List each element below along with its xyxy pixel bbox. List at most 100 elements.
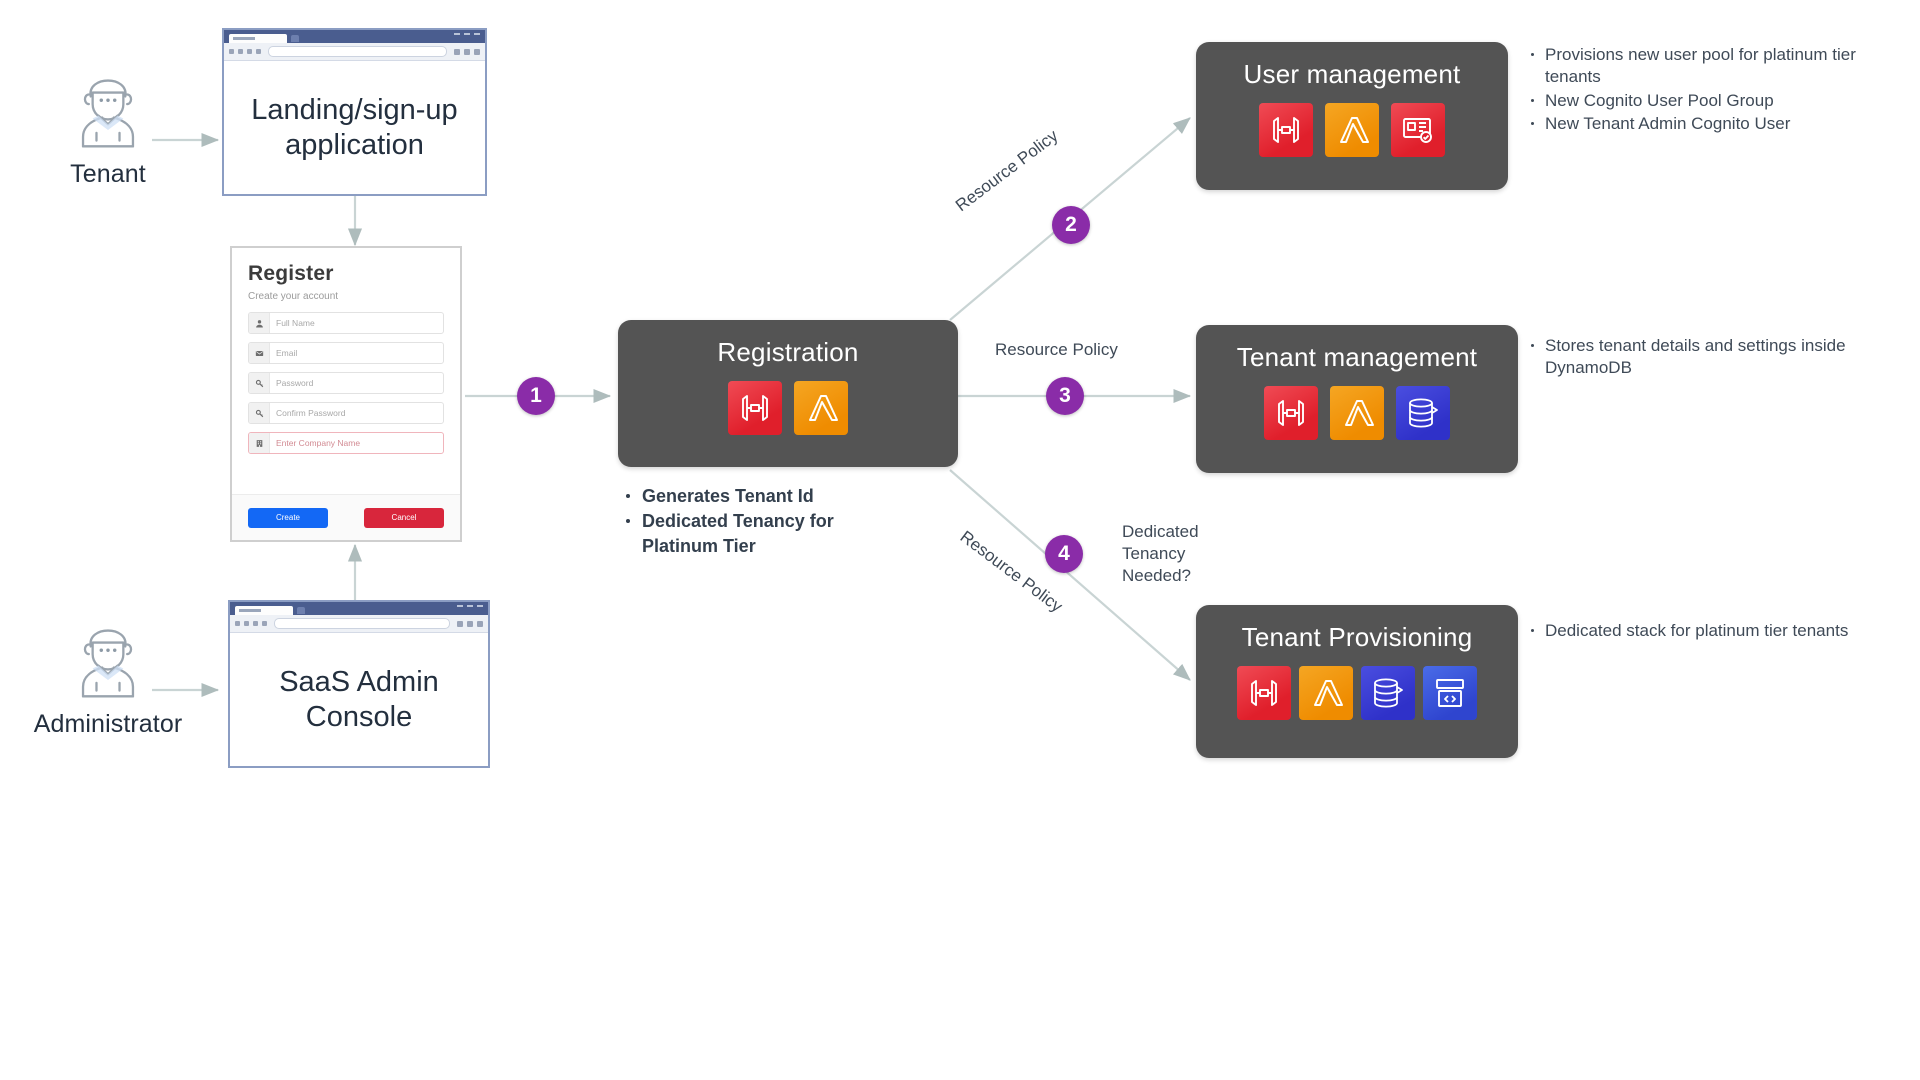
- registration-note: Generates Tenant Id: [620, 484, 880, 509]
- field-password[interactable]: Password: [248, 372, 444, 394]
- field-company-name[interactable]: Enter Company Name: [248, 432, 444, 454]
- decision-line-2: Tenancy: [1122, 544, 1186, 564]
- dynamodb-icon: [1396, 386, 1450, 440]
- download-icon[interactable]: [457, 620, 463, 627]
- browser-tab[interactable]: [235, 606, 293, 615]
- field-password-value: Password: [276, 378, 314, 388]
- address-bar[interactable]: [274, 618, 450, 629]
- annotation-item: New Cognito User Pool Group: [1528, 90, 1878, 112]
- step-badge-4: 4: [1045, 535, 1083, 573]
- forward-arrow-icon[interactable]: [238, 49, 243, 54]
- annotation-user-management: Provisions new user pool for platinum ti…: [1528, 44, 1878, 137]
- browser-window-landing-app[interactable]: Landing/sign-up application: [222, 28, 487, 196]
- annotation-item: Stores tenant details and settings insid…: [1528, 335, 1888, 380]
- edge-label-to-user-management: Resource Policy: [952, 126, 1062, 216]
- maximize-icon[interactable]: [464, 33, 470, 35]
- browser-window-saas-admin-console[interactable]: SaaS Admin Console: [228, 600, 490, 768]
- saas-admin-console-title: SaaS Admin Console: [279, 665, 439, 733]
- field-full-name[interactable]: Full Name: [248, 312, 444, 334]
- address-bar[interactable]: [268, 46, 447, 57]
- service-box-user-management[interactable]: User management: [1196, 42, 1508, 190]
- decision-line-3: Needed?: [1122, 566, 1192, 586]
- field-full-name-value: Full Name: [276, 318, 315, 328]
- service-title-user-management: User management: [1243, 59, 1461, 89]
- edge-label-to-tenant-management: Resource Policy: [995, 340, 1118, 359]
- menu-icon[interactable]: [477, 620, 483, 627]
- browser-titlebar: [224, 30, 485, 43]
- home-icon[interactable]: [256, 49, 261, 54]
- step-badge-1: 1: [517, 377, 555, 415]
- browser-toolbar: [230, 615, 488, 633]
- cancel-button[interactable]: Cancel: [364, 507, 444, 528]
- service-icons-user-management: [1259, 103, 1445, 157]
- browser-titlebar: [230, 602, 488, 615]
- service-icons-registration: [728, 381, 848, 435]
- service-title-registration: Registration: [717, 337, 859, 367]
- api-gateway-icon: [728, 381, 782, 435]
- api-gateway-icon: [1264, 386, 1318, 440]
- envelope-icon: [249, 343, 270, 363]
- home-icon[interactable]: [262, 621, 267, 626]
- browser-toolbar: [224, 43, 485, 61]
- decision-line-1: Dedicated: [1122, 522, 1199, 541]
- annotation-item: Provisions new user pool for platinum ti…: [1528, 44, 1878, 89]
- maximize-icon[interactable]: [467, 605, 473, 607]
- key-icon: [249, 373, 270, 393]
- actor-label-administrator: Administrator: [33, 710, 183, 738]
- close-icon[interactable]: [474, 33, 480, 35]
- bookmark-icon[interactable]: [467, 620, 473, 627]
- building-icon: [249, 433, 270, 453]
- new-tab-icon[interactable]: [297, 607, 305, 614]
- back-arrow-icon[interactable]: [235, 621, 240, 626]
- service-box-tenant-provisioning[interactable]: Tenant Provisioning: [1196, 605, 1518, 758]
- menu-icon[interactable]: [474, 48, 480, 55]
- window-controls[interactable]: [454, 33, 480, 35]
- annotation-item: Dedicated stack for platinum tier tenant…: [1528, 620, 1888, 642]
- reload-icon[interactable]: [253, 621, 258, 626]
- forward-arrow-icon[interactable]: [244, 621, 249, 626]
- download-icon[interactable]: [454, 48, 460, 55]
- field-email-value: Email: [276, 348, 298, 358]
- service-box-registration[interactable]: Registration: [618, 320, 958, 467]
- user-person-icon: [81, 79, 135, 148]
- actor-administrator: Administrator: [33, 608, 183, 739]
- service-icons-tenant-provisioning: [1237, 666, 1477, 720]
- field-confirm-password-value: Confirm Password: [276, 408, 346, 418]
- browser-tab[interactable]: [229, 34, 287, 43]
- registration-notes: Generates Tenant Id Dedicated Tenancy fo…: [620, 484, 880, 558]
- api-gateway-icon: [1259, 103, 1313, 157]
- service-title-tenant-management: Tenant management: [1236, 342, 1478, 372]
- user-person-icon: [81, 629, 135, 698]
- register-form-card[interactable]: Register Create your account Full Name E…: [230, 246, 462, 542]
- register-form-actions: Create Cancel: [232, 494, 460, 540]
- field-email[interactable]: Email: [248, 342, 444, 364]
- browser-viewport: Landing/sign-up application: [224, 62, 485, 194]
- window-controls[interactable]: [457, 605, 483, 607]
- reload-icon[interactable]: [247, 49, 252, 54]
- service-title-tenant-provisioning: Tenant Provisioning: [1241, 622, 1473, 652]
- decision-label-dedicated-tenancy: Dedicated Tenancy Needed?: [1122, 521, 1199, 587]
- minimize-icon[interactable]: [457, 605, 463, 607]
- lambda-icon: [1330, 386, 1384, 440]
- api-gateway-icon: [1237, 666, 1291, 720]
- create-button[interactable]: Create: [248, 507, 328, 528]
- cognito-icon: [1391, 103, 1445, 157]
- register-heading: Register: [248, 262, 334, 285]
- back-arrow-icon[interactable]: [229, 49, 234, 54]
- minimize-icon[interactable]: [454, 33, 460, 35]
- person-icon: [249, 313, 270, 333]
- landing-app-title: Landing/sign-up application: [251, 93, 458, 161]
- close-icon[interactable]: [477, 605, 483, 607]
- key-icon: [249, 403, 270, 423]
- registration-note: Dedicated Tenancy for Platinum Tier: [620, 509, 880, 559]
- new-tab-icon[interactable]: [291, 35, 299, 42]
- lambda-icon: [794, 381, 848, 435]
- actor-tenant: Tenant: [33, 58, 183, 189]
- bookmark-icon[interactable]: [464, 48, 470, 55]
- step-badge-2: 2: [1052, 206, 1090, 244]
- field-company-name-value: Enter Company Name: [276, 438, 361, 448]
- annotation-tenant-management: Stores tenant details and settings insid…: [1528, 335, 1888, 381]
- service-box-tenant-management[interactable]: Tenant management: [1196, 325, 1518, 473]
- field-confirm-password[interactable]: Confirm Password: [248, 402, 444, 424]
